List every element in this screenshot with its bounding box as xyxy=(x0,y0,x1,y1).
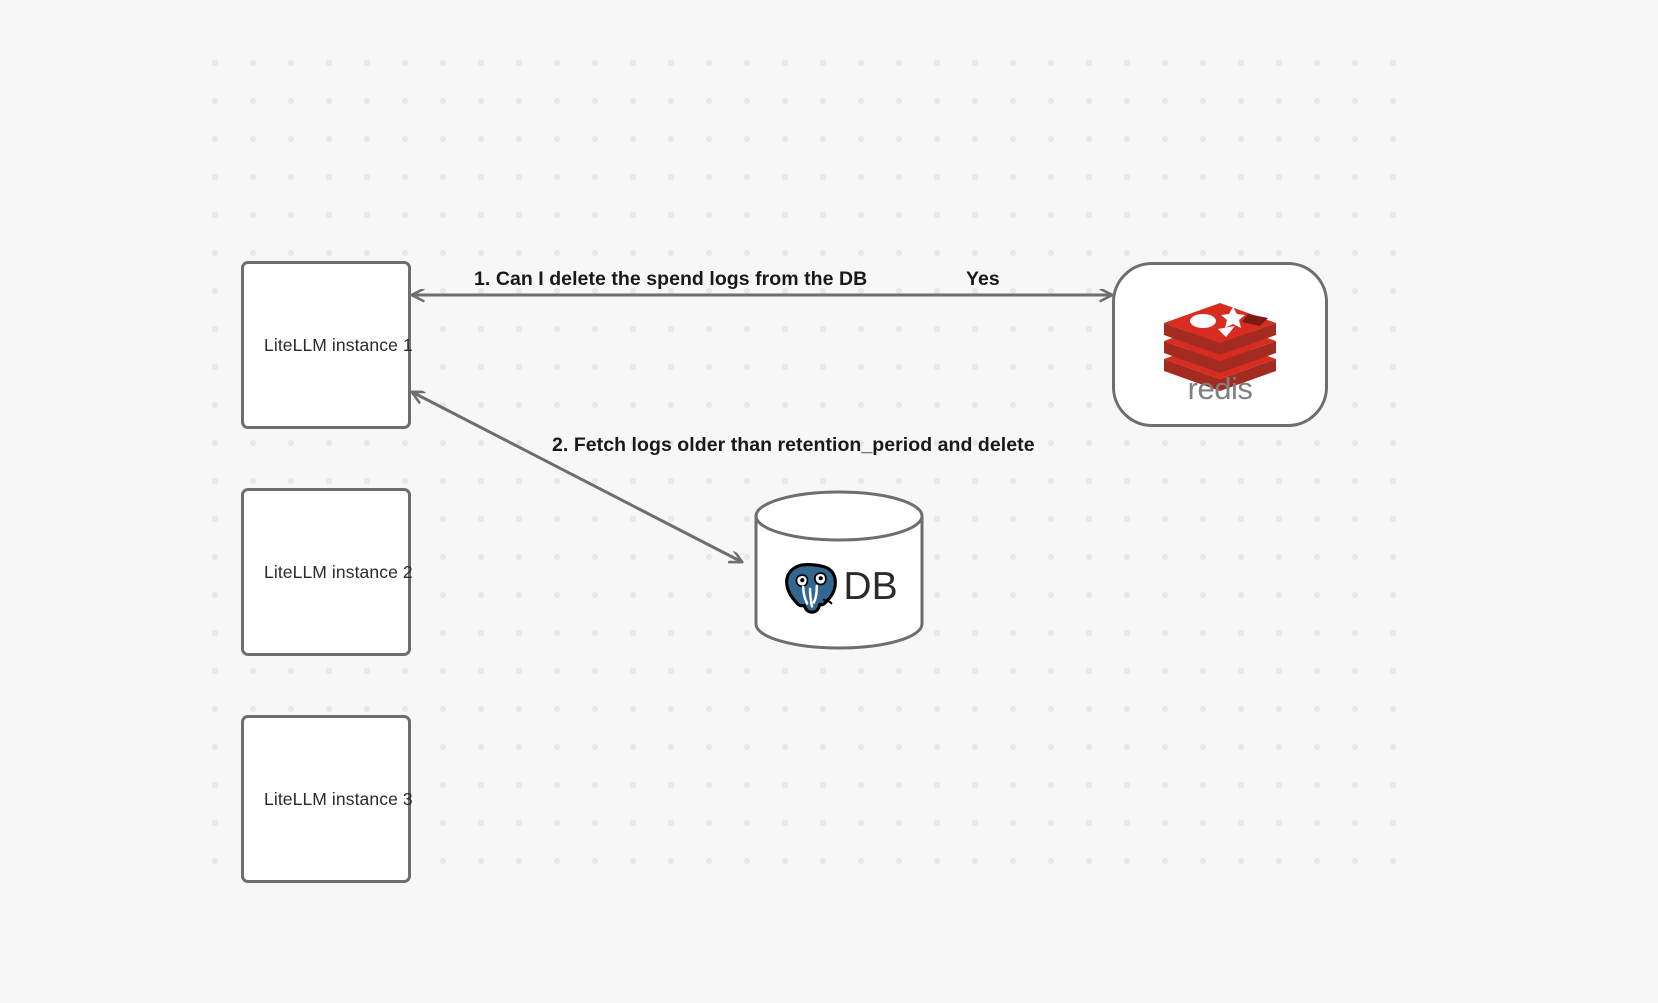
edge-db-to-litellm1 xyxy=(412,392,742,562)
node-litellm-instance-3[interactable]: LiteLLM instance 3 xyxy=(241,715,413,883)
node-litellm-instance-2[interactable]: LiteLLM instance 2 xyxy=(241,488,413,656)
node-db-label: DB xyxy=(843,564,898,608)
redis-logo-icon: redis xyxy=(1164,302,1276,405)
node-litellm-instance-3-label: LiteLLM instance 3 xyxy=(264,788,413,809)
node-litellm-instance-1[interactable]: LiteLLM instance 1 xyxy=(241,261,413,429)
cylinder-shape-icon xyxy=(754,490,924,650)
node-litellm-instance-2-label: LiteLLM instance 2 xyxy=(264,561,413,582)
postgresql-elephant-icon xyxy=(785,563,838,614)
edge-label-request-2: 2. Fetch logs older than retention_perio… xyxy=(552,434,1035,456)
node-db[interactable]: DB xyxy=(753,490,925,650)
edge-label-reply-yes: Yes xyxy=(966,268,1000,290)
node-litellm-instance-1-label: LiteLLM instance 1 xyxy=(264,334,413,355)
svg-text:redis: redis xyxy=(1188,371,1253,405)
edge-label-request-1: 1. Can I delete the spend logs from the … xyxy=(474,268,868,290)
node-redis[interactable]: redis xyxy=(1112,262,1328,427)
